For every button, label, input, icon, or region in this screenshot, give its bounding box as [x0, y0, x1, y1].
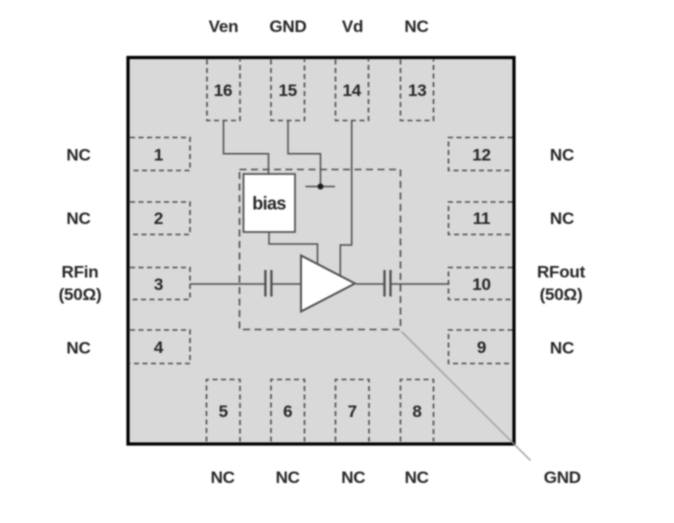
svg-text:10: 10: [472, 275, 491, 294]
svg-text:13: 13: [408, 81, 427, 100]
svg-text:bias: bias: [252, 194, 286, 214]
svg-text:11: 11: [473, 209, 491, 228]
svg-text:2: 2: [154, 209, 163, 228]
svg-text:NC: NC: [66, 146, 90, 165]
svg-text:NC: NC: [405, 468, 429, 487]
svg-text:Vd: Vd: [342, 17, 363, 36]
svg-text:7: 7: [348, 402, 357, 421]
svg-text:4: 4: [154, 338, 164, 357]
svg-text:12: 12: [472, 146, 491, 165]
svg-text:GND: GND: [544, 468, 581, 487]
svg-text:RFin: RFin: [62, 263, 99, 282]
svg-text:NC: NC: [550, 339, 574, 358]
svg-text:15: 15: [278, 81, 297, 100]
svg-text:RFout: RFout: [537, 263, 586, 282]
svg-text:6: 6: [283, 402, 292, 421]
svg-text:3: 3: [154, 275, 163, 294]
svg-text:NC: NC: [66, 339, 90, 358]
svg-text:NC: NC: [276, 468, 300, 487]
svg-text:5: 5: [219, 402, 228, 421]
svg-text:14: 14: [342, 81, 361, 100]
svg-text:NC: NC: [211, 468, 235, 487]
svg-text:1: 1: [154, 146, 163, 165]
svg-text:NC: NC: [550, 146, 574, 165]
svg-text:9: 9: [477, 338, 486, 357]
svg-text:Ven: Ven: [209, 17, 239, 36]
svg-text:NC: NC: [404, 17, 428, 36]
svg-text:16: 16: [214, 81, 233, 100]
svg-text:NC: NC: [341, 468, 365, 487]
svg-text:NC: NC: [66, 209, 90, 228]
svg-text:NC: NC: [550, 209, 574, 228]
svg-text:8: 8: [412, 402, 421, 421]
svg-text:(50Ω): (50Ω): [540, 285, 583, 304]
svg-text:(50Ω): (50Ω): [59, 285, 102, 304]
svg-text:GND: GND: [269, 17, 306, 36]
